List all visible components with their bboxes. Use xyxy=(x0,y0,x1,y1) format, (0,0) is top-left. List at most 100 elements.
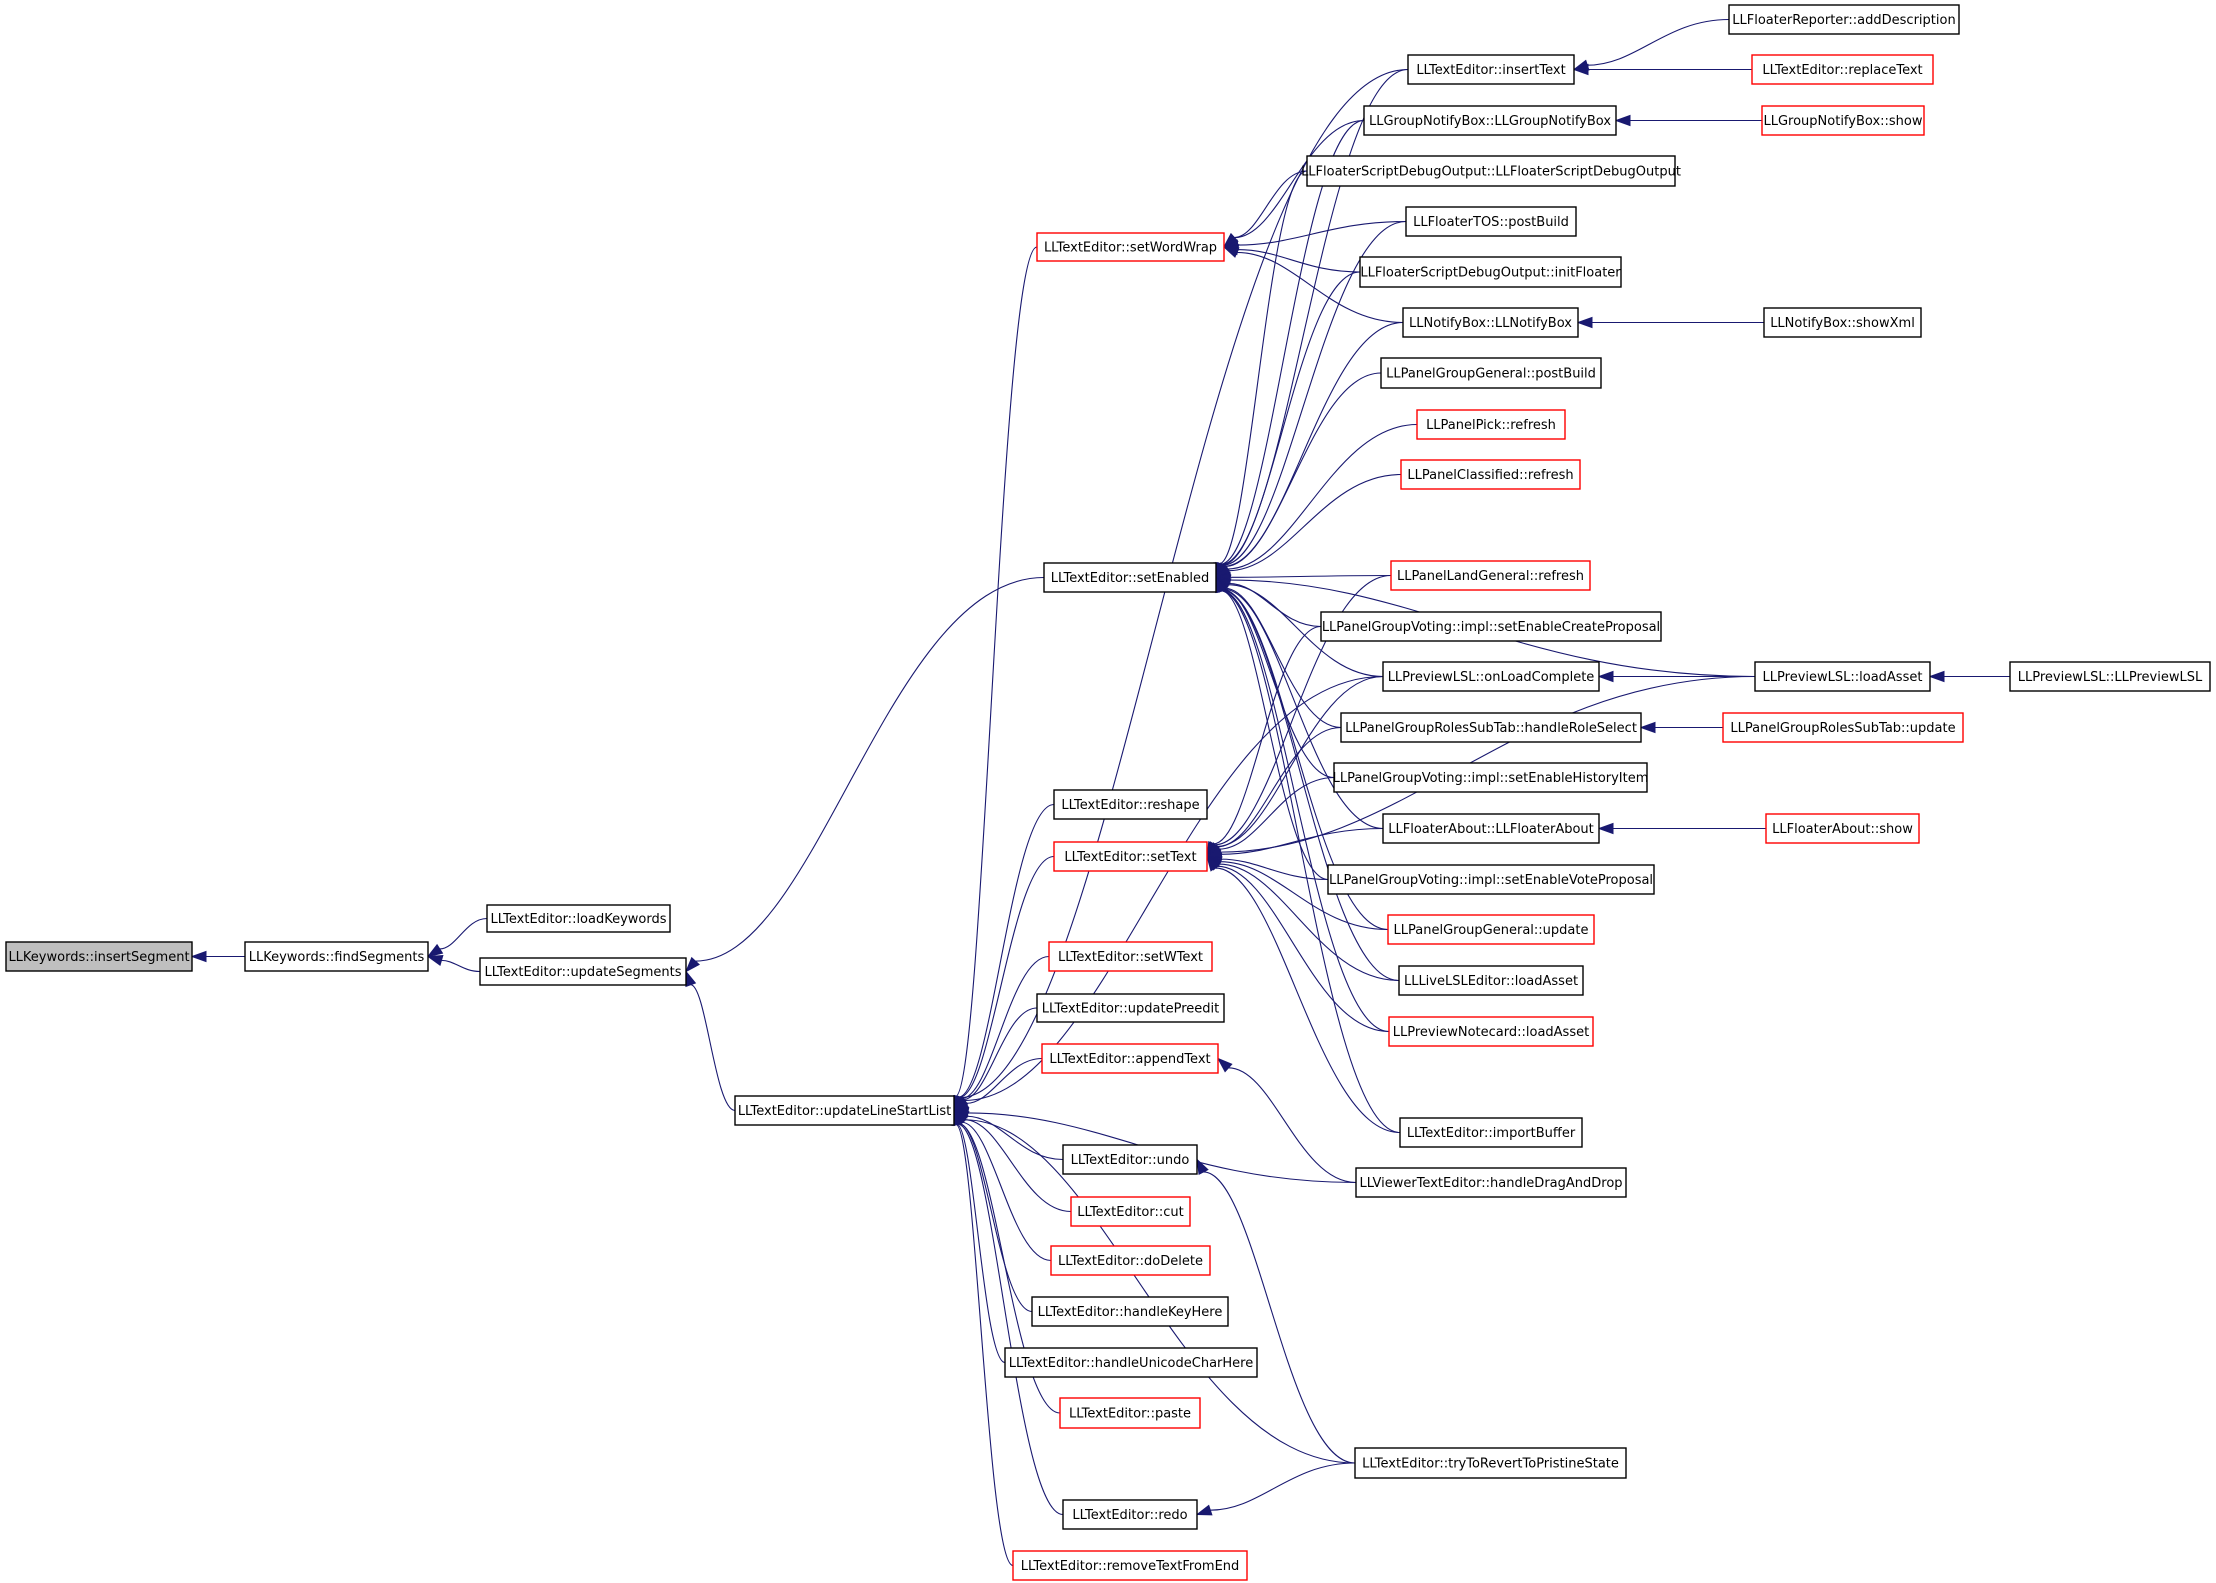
call-edge-showXml-to-notifyBoxCtor xyxy=(1576,316,1764,329)
edge-line xyxy=(964,1119,1356,1464)
function-node-dragAndDrop[interactable]: LLViewerTextEditor::handleDragAndDrop xyxy=(1355,1167,1627,1198)
edge-line xyxy=(1228,473,1402,572)
function-node-scriptDebugCtor[interactable]: LLFloaterScriptDebugOutput::LLFloaterScr… xyxy=(1301,155,1681,187)
edge-line xyxy=(1237,248,1361,273)
function-node-showXml[interactable]: LLNotifyBox::showXml xyxy=(1763,307,1922,338)
node-box xyxy=(1407,54,1575,85)
node-box xyxy=(1380,357,1602,389)
function-node-groupNotifyShow[interactable]: LLGroupNotifyBox::show xyxy=(1761,105,1925,136)
function-node-voteHistoryItem[interactable]: LLPanelGroupVoting::impl::setEnableHisto… xyxy=(1333,762,1649,793)
function-node-voteVoteProposal[interactable]: LLPanelGroupVoting::impl::setEnableVoteP… xyxy=(1327,864,1655,895)
node-label: LLFloaterScriptDebugOutput::initFloater xyxy=(1360,266,1621,281)
node-box xyxy=(1048,941,1213,972)
node-label: LLNotifyBox::LLNotifyBox xyxy=(1409,316,1572,331)
edge-line xyxy=(962,1007,1038,1101)
arrowhead xyxy=(1196,1158,1209,1175)
call-edge-scriptDebugCtor-to-setEnabled xyxy=(1213,170,1308,579)
function-node-voteCreateProposal[interactable]: LLPanelGroupVoting::impl::setEnableCreat… xyxy=(1320,611,1662,642)
node-label: LLTextEditor::doDelete xyxy=(1058,1254,1203,1269)
function-node-setWText[interactable]: LLTextEditor::setWText xyxy=(1048,941,1213,972)
function-node-findSegments[interactable]: LLKeywords::findSegments xyxy=(244,941,429,972)
function-node-previewLoadComplete[interactable]: LLPreviewLSL::onLoadComplete xyxy=(1382,661,1600,692)
function-node-groupGeneralUpdate[interactable]: LLPanelGroupGeneral::update xyxy=(1387,914,1595,945)
node-box xyxy=(1062,1144,1198,1175)
call-edge-notecardLoadAsset-to-setEnabled xyxy=(1215,576,1390,1033)
edge-line xyxy=(1220,119,1365,565)
function-node-updateLineStartList[interactable]: LLTextEditor::updateLineStartList xyxy=(734,1095,955,1126)
arrowhead xyxy=(1928,670,1945,683)
node-box xyxy=(1333,762,1648,793)
function-node-appendText[interactable]: LLTextEditor::appendText xyxy=(1041,1043,1219,1074)
function-node-paste[interactable]: LLTextEditor::paste xyxy=(1059,1397,1201,1429)
function-node-rolesUpdate[interactable]: LLPanelGroupRolesSubTab::update xyxy=(1722,712,1964,743)
edge-line xyxy=(1228,582,1322,628)
function-node-floaterAboutCtor[interactable]: LLFloaterAbout::LLFloaterAbout xyxy=(1382,813,1600,844)
function-node-insertText[interactable]: LLTextEditor::insertText xyxy=(1407,54,1575,85)
edge-line xyxy=(966,1057,1043,1104)
function-node-replaceText[interactable]: LLTextEditor::replaceText xyxy=(1751,54,1934,85)
function-node-redo[interactable]: LLTextEditor::redo xyxy=(1062,1499,1198,1530)
edge-line xyxy=(963,675,1384,1102)
node-box xyxy=(1390,560,1591,591)
function-node-undo[interactable]: LLTextEditor::undo xyxy=(1062,1144,1198,1175)
function-node-landGeneralRefresh[interactable]: LLPanelLandGeneral::refresh xyxy=(1390,560,1591,591)
node-box xyxy=(1751,54,1934,85)
function-node-panelClassifiedRefresh[interactable]: LLPanelClassified::refresh xyxy=(1400,459,1581,490)
function-node-tosPostBuild[interactable]: LLFloaterTOS::postBuild xyxy=(1405,206,1577,237)
function-node-notifyBoxCtor[interactable]: LLNotifyBox::LLNotifyBox xyxy=(1402,307,1579,338)
call-edge-updateLineStartList-to-updateSegments xyxy=(685,970,736,1112)
function-node-setWordWrap[interactable]: LLTextEditor::setWordWrap xyxy=(1036,232,1225,262)
node-label: LLTextEditor::cut xyxy=(1077,1205,1183,1220)
function-node-doDelete[interactable]: LLTextEditor::doDelete xyxy=(1050,1245,1211,1276)
node-label: LLPreviewLSL::onLoadComplete xyxy=(1388,670,1595,685)
function-node-groupNotifyBoxCtor[interactable]: LLGroupNotifyBox::LLGroupNotifyBox xyxy=(1363,105,1617,136)
function-node-setText[interactable]: LLTextEditor::setText xyxy=(1053,841,1208,872)
edge-line xyxy=(1234,170,1308,239)
arrowhead xyxy=(1639,721,1656,734)
function-node-rolesHandleSelect[interactable]: LLPanelGroupRolesSubTab::handleRoleSelec… xyxy=(1340,712,1642,743)
function-node-scriptDebugInit[interactable]: LLFloaterScriptDebugOutput::initFloater xyxy=(1359,256,1622,288)
call-edge-previewLoadAsset-to-previewLoadComplete xyxy=(1597,670,1755,683)
function-node-setEnabled[interactable]: LLTextEditor::setEnabled xyxy=(1043,562,1217,593)
node-label: LLPanelGroupRolesSubTab::handleRoleSelec… xyxy=(1345,721,1637,736)
function-node-previewLoadAsset[interactable]: LLPreviewLSL::loadAsset xyxy=(1754,661,1931,692)
node-label: LLPanelGroupRolesSubTab::update xyxy=(1730,721,1955,736)
function-node-groupGeneralPostBuild[interactable]: LLPanelGroupGeneral::postBuild xyxy=(1380,357,1602,389)
node-box xyxy=(1041,1043,1219,1074)
node-box xyxy=(1053,789,1208,820)
function-node-tryRevert[interactable]: LLTextEditor::tryToRevertToPristineState xyxy=(1354,1447,1627,1479)
function-node-cut[interactable]: LLTextEditor::cut xyxy=(1070,1196,1191,1227)
node-box xyxy=(1382,661,1600,692)
function-node-previewLSLCtor[interactable]: LLPreviewLSL::LLPreviewLSL xyxy=(2009,661,2211,692)
function-node-handleUnicodeCharHere[interactable]: LLTextEditor::handleUnicodeCharHere xyxy=(1004,1347,1258,1378)
arrowhead xyxy=(1222,246,1240,258)
call-edge-setWordWrap-to-updateLineStartList xyxy=(949,246,1038,1112)
function-node-loadKeywords[interactable]: LLTextEditor::loadKeywords xyxy=(486,904,671,933)
function-node-floaterAboutShow[interactable]: LLFloaterAbout::show xyxy=(1765,813,1920,844)
function-node-importBuffer[interactable]: LLTextEditor::importBuffer xyxy=(1399,1117,1583,1148)
node-label: LLFloaterAbout::show xyxy=(1772,822,1913,837)
edge-line xyxy=(957,1123,1064,1516)
edge-line xyxy=(1214,574,1392,846)
call-edge-scriptDebugCtor-to-setWordWrap xyxy=(1222,170,1308,249)
function-node-panelPickRefresh[interactable]: LLPanelPick::refresh xyxy=(1416,409,1566,440)
node-label: LLPreviewLSL::loadAsset xyxy=(1763,670,1923,685)
edge-line xyxy=(1217,726,1342,848)
edge-line xyxy=(961,1121,1052,1262)
function-node-notecardLoadAsset[interactable]: LLPreviewNotecard::loadAsset xyxy=(1388,1016,1594,1047)
edge-line xyxy=(1221,271,1361,566)
edge-line xyxy=(961,955,1050,1100)
function-node-removeTextFromEnd[interactable]: LLTextEditor::removeTextFromEnd xyxy=(1012,1550,1248,1581)
function-node-reshape[interactable]: LLTextEditor::reshape xyxy=(1053,789,1208,820)
call-edge-notifyBoxCtor-to-setEnabled xyxy=(1215,321,1404,579)
function-node-updatePreedit[interactable]: LLTextEditor::updatePreedit xyxy=(1036,993,1225,1023)
edge-line xyxy=(955,1123,1014,1567)
function-node-updateSegments[interactable]: LLTextEditor::updateSegments xyxy=(479,957,687,986)
function-node-liveLoadAsset[interactable]: LLLiveLSLEditor::loadAsset xyxy=(1398,965,1584,996)
arrowhead xyxy=(1205,846,1223,858)
function-node-handleKeyHere[interactable]: LLTextEditor::handleKeyHere xyxy=(1031,1296,1229,1327)
node-box xyxy=(1306,155,1676,187)
node-label: LLFloaterTOS::postBuild xyxy=(1413,215,1569,230)
function-node-addDescription[interactable]: LLFloaterReporter::addDescription xyxy=(1728,4,1960,35)
node-label: LLPreviewLSL::LLPreviewLSL xyxy=(2018,670,2203,685)
